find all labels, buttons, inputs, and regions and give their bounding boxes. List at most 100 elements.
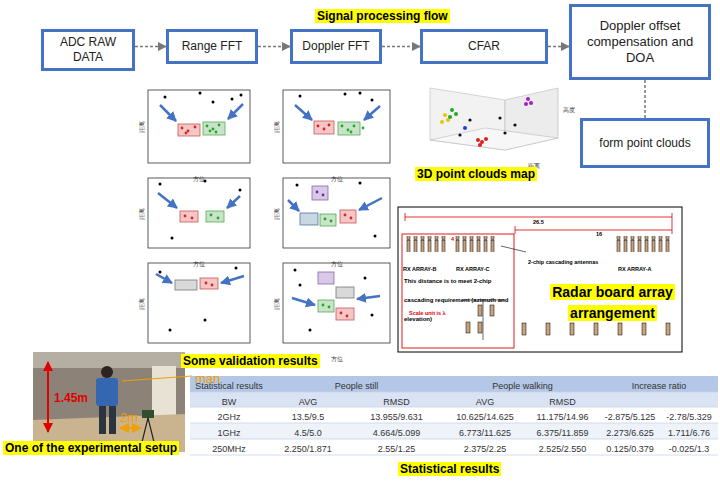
highlight-caption: One of the experimental setup bbox=[3, 441, 179, 455]
results-table-part bbox=[190, 376, 718, 392]
table-cell: 250MHz bbox=[212, 444, 246, 454]
label-wrap: 1GHz bbox=[190, 423, 268, 439]
scatter-plots-part-part bbox=[324, 218, 327, 221]
scatter-plots-part-part bbox=[185, 132, 188, 135]
table-cell: 2.250/1.871 bbox=[284, 444, 332, 454]
scatter-plots-part-part bbox=[212, 101, 215, 104]
antenna-array-panel-part-part bbox=[570, 323, 574, 335]
scatter-plots-part bbox=[227, 196, 240, 208]
scatter-plots-part-part bbox=[359, 182, 362, 185]
antenna-array-panel-part-part bbox=[618, 323, 622, 335]
scatter-plots-part bbox=[122, 86, 394, 352]
scatter-plots-part-part bbox=[211, 284, 214, 287]
point-cloud-3d-part-part bbox=[450, 108, 454, 112]
label-wrap: 2m bbox=[120, 407, 138, 426]
scatter-plots-part bbox=[294, 269, 374, 332]
label-wrap: Radar board array arrangement bbox=[545, 282, 680, 324]
label-wrap: One of the experimental setup bbox=[3, 437, 179, 456]
axis-label: 方位 bbox=[193, 261, 205, 267]
scatter-plots-part-part bbox=[322, 304, 325, 307]
dimension-label: 4 bbox=[451, 236, 454, 242]
scatter-plots-part bbox=[299, 92, 374, 102]
scatter-plots-part bbox=[159, 180, 242, 240]
experiment-photo-part bbox=[120, 427, 141, 429]
scatter-plots-part bbox=[340, 210, 356, 223]
scatter-plots-part bbox=[316, 191, 325, 197]
antenna-array-panel-part-part bbox=[546, 323, 550, 335]
antenna-array-panel-part-part bbox=[666, 323, 670, 335]
scatter-plots-part-part bbox=[231, 98, 234, 101]
label-wrap: 11.175/14.96 bbox=[525, 407, 600, 423]
results-table-part bbox=[190, 392, 718, 407]
axis-label: 距离 bbox=[139, 207, 145, 219]
results-table-part-part bbox=[190, 423, 718, 424]
scatter-plots-part-part bbox=[371, 314, 374, 317]
process-box: Doppler offset compensation and DOA bbox=[569, 4, 711, 80]
antenna-array-panel-part-part bbox=[594, 323, 598, 335]
label-wrap: 6.773/11.625 bbox=[445, 423, 525, 439]
scatter-plots-part bbox=[324, 218, 333, 223]
scatter-plots-part bbox=[159, 267, 238, 332]
scatter-plots-part bbox=[160, 105, 176, 121]
scatter-plots-part bbox=[148, 90, 250, 163]
flow-connector bbox=[382, 46, 420, 48]
table-cell: 0.125/0.379 bbox=[606, 444, 654, 454]
antenna-array-panel-part bbox=[515, 230, 672, 231]
label-wrap: RMSD bbox=[525, 392, 600, 407]
label-wrap: 10.625/14.625 bbox=[445, 407, 525, 423]
scatter-plots-part-part bbox=[159, 183, 162, 186]
table-cell: Statistical results bbox=[195, 381, 263, 391]
label-wrap: People walking bbox=[445, 376, 600, 392]
antenna-array-panel-part bbox=[405, 236, 447, 252]
antenna-array-panel-part bbox=[483, 300, 484, 340]
experiment-photo-part bbox=[101, 366, 113, 378]
scatter-plots-part bbox=[203, 122, 225, 135]
scatter-plots-part-part bbox=[235, 267, 238, 270]
scatter-plots-part-part bbox=[184, 215, 187, 218]
scatter-plots-part bbox=[175, 280, 197, 290]
scatter-plots-part bbox=[318, 272, 334, 284]
dimension-label: 26.5 bbox=[533, 219, 544, 225]
process-box: CFAR bbox=[420, 29, 548, 64]
scatter-plots-part-part bbox=[328, 306, 331, 309]
axis-label: 距离 bbox=[274, 121, 280, 133]
point-cloud-3d-part bbox=[448, 108, 458, 119]
scatter-plots-part bbox=[292, 298, 315, 305]
label-wrap: 2-chip cascading antennas bbox=[528, 249, 598, 268]
box-text: CFAR bbox=[468, 39, 500, 54]
axis-label: 方位 bbox=[331, 176, 343, 182]
label-wrap: 距离 bbox=[129, 207, 148, 219]
axis-label: 方位 bbox=[331, 261, 343, 267]
array-label: RX ARRAY-C bbox=[456, 266, 490, 272]
point-cloud-3d bbox=[430, 88, 558, 150]
label-wrap: 2.250/1.871 bbox=[268, 439, 348, 455]
experiment-photo-part bbox=[109, 406, 116, 434]
label-wrap: BW bbox=[190, 392, 268, 407]
scatter-plots-part-part bbox=[374, 235, 377, 238]
process-box: form point clouds bbox=[580, 118, 710, 168]
table-cell: 13.5/9.5 bbox=[292, 412, 325, 422]
flow-connector bbox=[135, 46, 166, 48]
antenna-array-panel-part bbox=[478, 305, 482, 316]
scatter-plots-part-part bbox=[350, 131, 353, 134]
scatter-plots-part bbox=[357, 296, 380, 299]
scatter-plots-part-part bbox=[218, 124, 221, 127]
scatter-plots-part-part bbox=[191, 217, 194, 220]
scatter-plots-part bbox=[228, 104, 243, 119]
antenna-array-panel-part bbox=[455, 236, 497, 252]
table-cell: 11.175/14.96 bbox=[537, 412, 589, 422]
label-wrap: -2.78/5.329 bbox=[660, 407, 718, 423]
scatter-plots-part-part bbox=[164, 96, 167, 99]
scatter-plots-part bbox=[320, 214, 336, 226]
scatter-plots-part bbox=[314, 121, 334, 134]
table-cell: AVG bbox=[476, 397, 494, 407]
point-cloud-3d-part-part bbox=[484, 137, 488, 141]
scatter-plots-part bbox=[221, 276, 244, 283]
scatter-plots-part-part bbox=[353, 125, 356, 128]
flow-connector bbox=[548, 46, 569, 48]
label-wrap: RX ARRAY-A bbox=[618, 256, 652, 275]
table-cell: BW bbox=[222, 397, 237, 407]
label-wrap: -0.025/1.3 bbox=[660, 439, 718, 455]
point-cloud-3d-part bbox=[458, 116, 516, 136]
